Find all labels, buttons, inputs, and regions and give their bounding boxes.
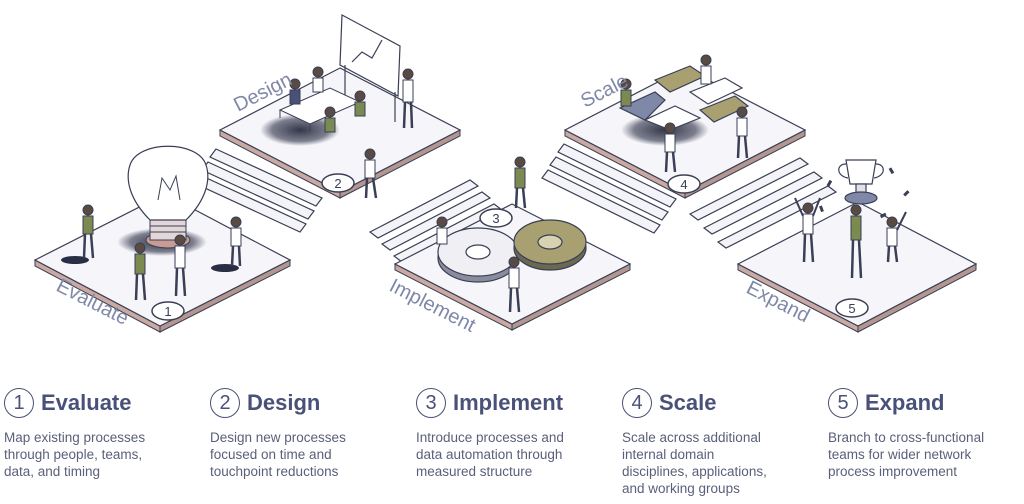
- step-description-line: internal domain: [622, 447, 715, 462]
- person-icon: [794, 197, 907, 279]
- whiteboard-icon: [339, 14, 401, 122]
- platform-badge-4: 4: [667, 174, 701, 194]
- step-number-badge: 4: [622, 388, 652, 418]
- step-description-line: process improvement: [828, 464, 958, 479]
- step-description: Map existing processes through people, t…: [4, 429, 204, 480]
- stairs-3-4: [541, 143, 677, 234]
- person-icon: [620, 54, 749, 173]
- step-description-line: disciplines, applications,: [622, 464, 767, 479]
- step-implement: 3 Implement Introduce processes and data…: [416, 384, 616, 480]
- platform-expand: 5 Expand: [736, 159, 978, 333]
- step-expand: 5 Expand Branch to cross-functional team…: [828, 384, 1018, 480]
- step-number-badge: 3: [416, 388, 446, 418]
- step-number-badge: 2: [210, 388, 240, 418]
- platform-evaluate: 1 Evaluate: [33, 145, 292, 333]
- step-description: Introduce processes and data automation …: [416, 429, 616, 480]
- platform-number: 3: [492, 211, 499, 226]
- step-title: Expand: [865, 390, 945, 415]
- step-title: Evaluate: [41, 390, 132, 415]
- isometric-process-illustration: 1 Evaluate: [33, 14, 978, 337]
- confetti-icon: [819, 167, 910, 219]
- step-heading: 2 Design: [210, 384, 410, 422]
- meeting-table-icon: [278, 66, 414, 199]
- step-description-line: Scale across additional: [622, 430, 761, 445]
- step-title: Scale: [659, 390, 717, 415]
- step-description-line: through people, teams,: [4, 447, 143, 462]
- step-heading: 1 Evaluate: [4, 384, 204, 422]
- step-description-line: Introduce processes and: [416, 430, 564, 445]
- platform-number: 1: [164, 304, 171, 319]
- step-scale: 4 Scale Scale across additional internal…: [622, 384, 822, 497]
- step-title: Implement: [453, 390, 564, 415]
- step-description: Design new processes focused on time and…: [210, 429, 410, 480]
- step-description: Branch to cross-functional teams for wid…: [828, 429, 1018, 480]
- gears-icon: [437, 219, 587, 283]
- platform-badge-3: 3: [479, 208, 513, 228]
- step-description-line: teams for wider network: [828, 447, 972, 462]
- step-title: Design: [247, 390, 321, 415]
- platform-badge-1: 1: [151, 301, 185, 321]
- step-description-line: data, and timing: [4, 464, 101, 479]
- puzzle-icon: [618, 65, 750, 131]
- platform-number: 4: [680, 177, 687, 192]
- step-description-line: Branch to cross-functional: [828, 430, 985, 445]
- platform-design: 2 Design: [218, 14, 462, 199]
- step-description-line: Design new processes: [210, 430, 346, 445]
- person-icon: [82, 204, 242, 301]
- platform-number: 2: [334, 176, 341, 191]
- step-description-line: data automation through: [416, 447, 563, 462]
- platform-scale: 4 Scale: [563, 54, 807, 199]
- step-number-badge: 5: [828, 388, 858, 418]
- platform-number: 5: [848, 301, 855, 316]
- step-heading: 4 Scale: [622, 384, 822, 422]
- step-number-badge: 1: [4, 388, 34, 418]
- person-icon: [436, 156, 527, 313]
- trophy-icon: [838, 159, 884, 205]
- step-evaluate: 1 Evaluate Map existing processes throug…: [4, 384, 204, 480]
- stairs-1-2: [193, 148, 323, 233]
- step-heading: 3 Implement: [416, 384, 616, 422]
- step-description-line: touchpoint reductions: [210, 464, 339, 479]
- platform-badge-5: 5: [835, 298, 869, 318]
- step-description-line: measured structure: [416, 464, 533, 479]
- stairs-2-3: [368, 179, 504, 263]
- step-description-line: focused on time and: [210, 447, 332, 462]
- step-description: Scale across additional internal domain …: [622, 429, 822, 497]
- step-design: 2 Design Design new processes focused on…: [210, 384, 410, 480]
- step-description-line: and working groups: [622, 481, 740, 496]
- stairs-4-5: [688, 157, 838, 249]
- step-heading: 5 Expand: [828, 384, 1018, 422]
- step-description-line: Map existing processes: [4, 430, 146, 445]
- platform-badge-2: 2: [321, 173, 355, 193]
- steps-legend: 1 Evaluate Map existing processes throug…: [0, 384, 1024, 504]
